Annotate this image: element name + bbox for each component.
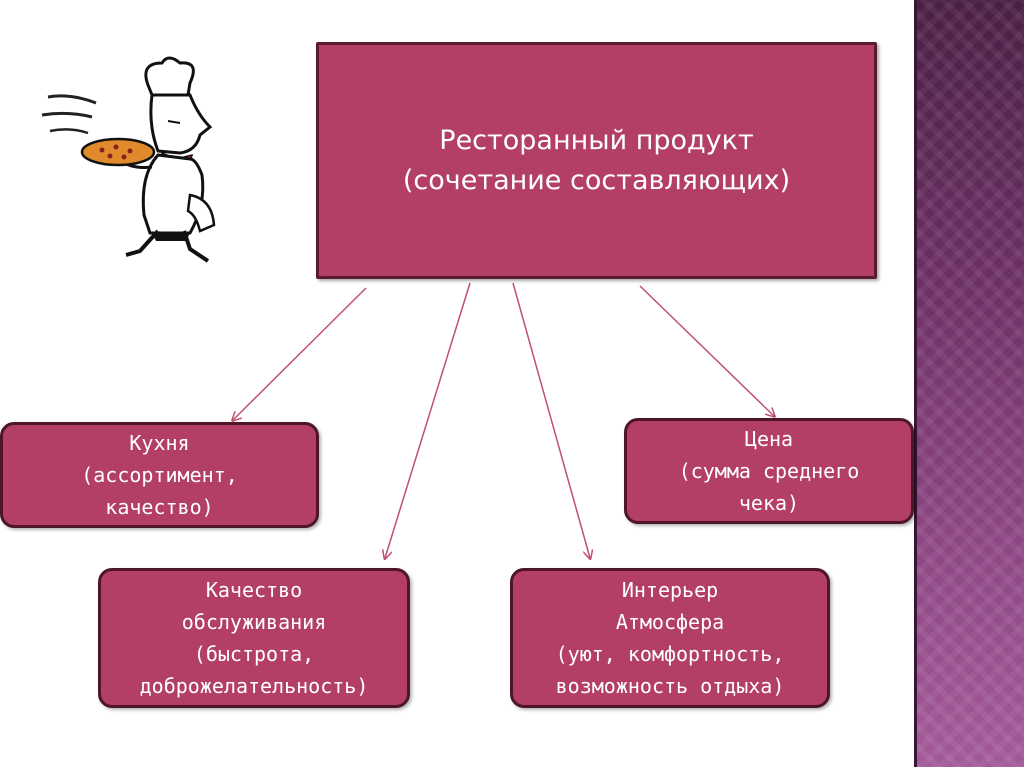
arrow-to-service [385,283,470,558]
price-box: Цена (сумма среднего чека) [624,418,914,524]
kitchen-line: Кухня [81,427,238,459]
arrow-to-kitchen [233,288,366,420]
interior-line: (уют, комфортность, [556,638,785,670]
kitchen-line: качество) [81,491,238,523]
service-line: (быстрота, [140,638,369,670]
restaurant-product-box: Ресторанный продукт (сочетание составляю… [316,42,877,279]
arrow-to-interior [513,283,590,558]
interior-box: Интерьер Атмосфера (уют, комфортность, в… [510,568,830,708]
kitchen-box: Кухня (ассортимент, качество) [0,422,319,528]
main-title-line2: (сочетание составляющих) [403,161,790,201]
interior-line: возможность отдыха) [556,670,785,702]
price-line: (сумма среднего [679,455,860,487]
kitchen-line: (ассортимент, [81,459,238,491]
service-quality-box: Качество обслуживания (быстрота, доброже… [98,568,410,708]
service-line: доброжелательность) [140,670,369,702]
interior-line: Атмосфера [556,606,785,638]
price-line: Цена [679,423,860,455]
service-line: обслуживания [140,606,369,638]
price-line: чека) [679,487,860,519]
arrow-to-price [640,286,774,416]
main-title-line1: Ресторанный продукт [403,121,790,161]
service-line: Качество [140,574,369,606]
interior-line: Интерьер [556,574,785,606]
